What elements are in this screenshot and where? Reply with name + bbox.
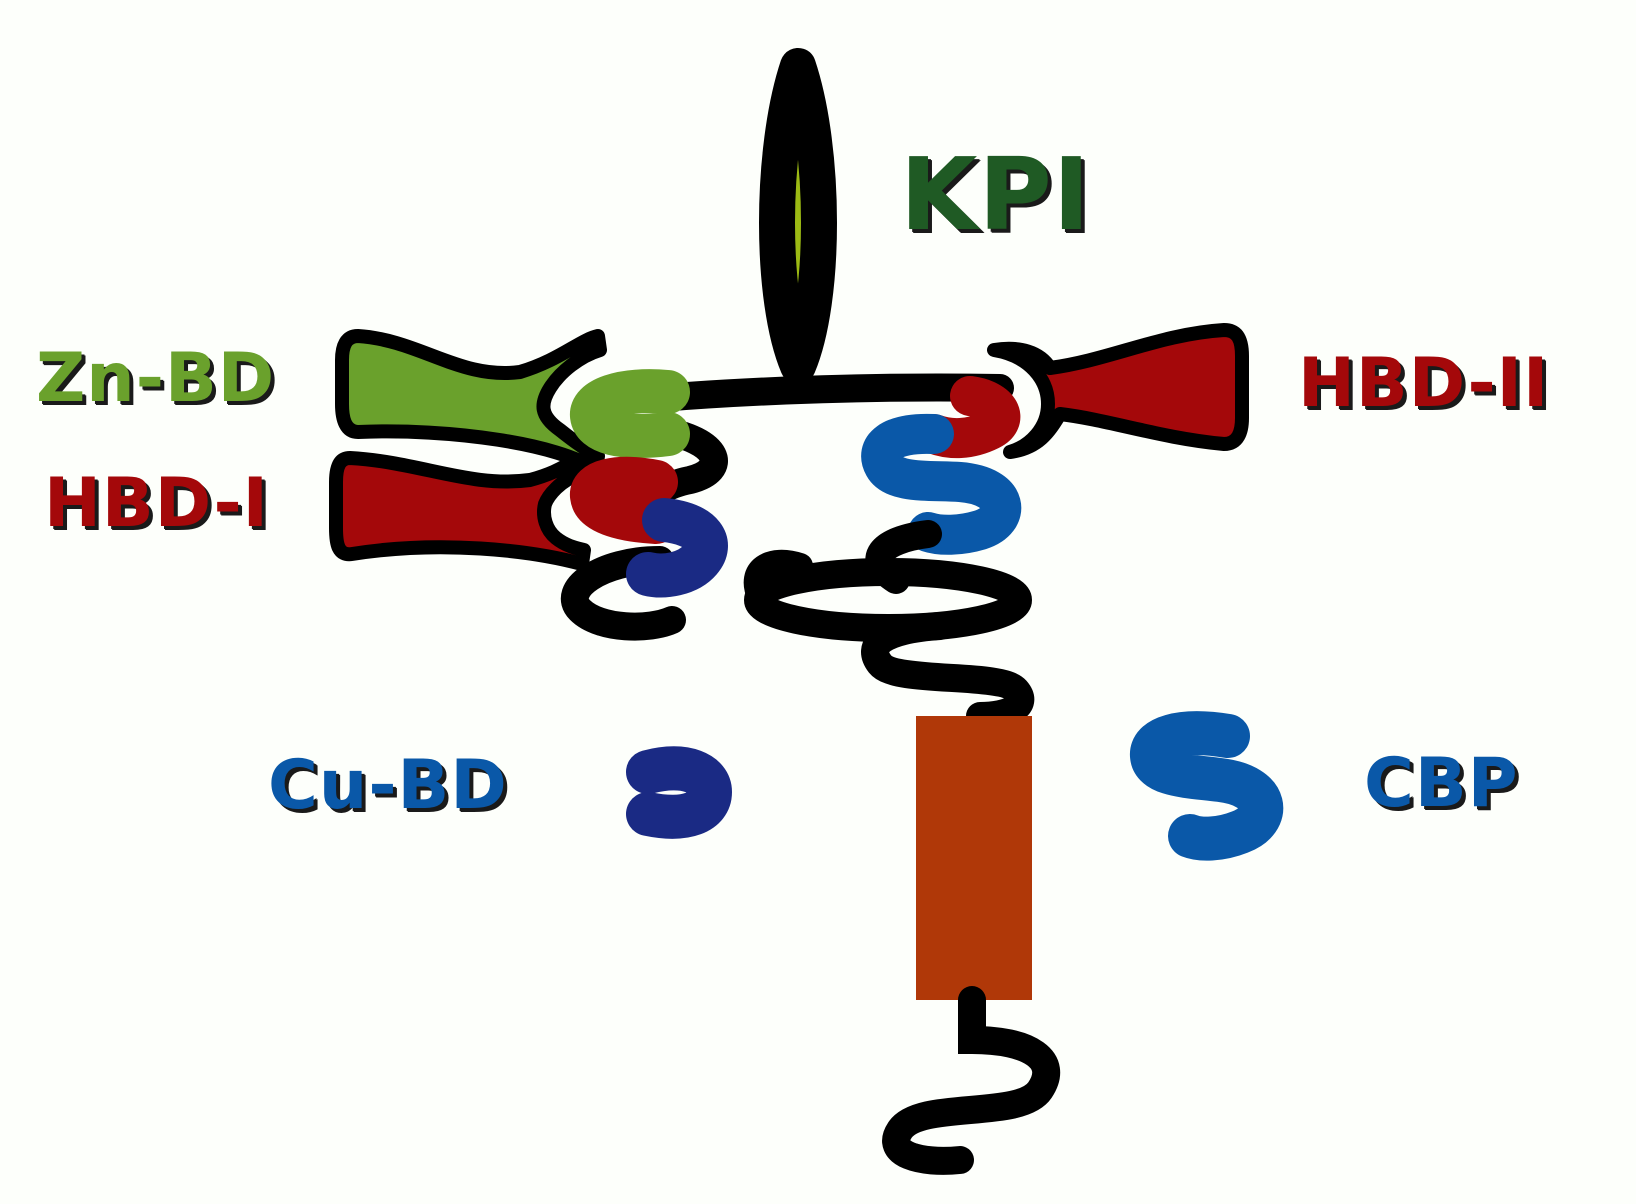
kpi-label: KPI bbox=[900, 136, 1091, 253]
hbd-i-coil bbox=[570, 456, 678, 544]
zn-bd-bowtie-shape bbox=[335, 329, 607, 477]
cbp-symbol bbox=[1130, 711, 1284, 861]
cu-bd-label: Cu-BD bbox=[268, 746, 508, 825]
linker-coil bbox=[861, 612, 1035, 730]
hbd-i-bowtie-shape bbox=[329, 451, 591, 571]
zn-bd-coil bbox=[570, 369, 690, 458]
cytoplasmic-tail bbox=[882, 986, 1060, 1175]
linker-loop bbox=[743, 549, 1035, 730]
backbone-arc bbox=[646, 373, 1014, 412]
hbd-ii-bowtie-shape bbox=[987, 323, 1249, 459]
hbd-ii-bowtie bbox=[987, 323, 1249, 459]
linker-tail-left bbox=[743, 549, 813, 609]
kpi-lens bbox=[759, 48, 837, 384]
hbd-i-label: HBD-I bbox=[44, 464, 269, 543]
cu-bd-coil bbox=[626, 498, 728, 598]
hbd-ii-label: HBD-II bbox=[1298, 344, 1550, 423]
cu-bd-symbol bbox=[626, 746, 733, 839]
hbd-i-bowtie bbox=[329, 451, 591, 571]
linker-loop-ring bbox=[744, 558, 1032, 642]
cbp-coil bbox=[861, 413, 1022, 555]
cbp-label: CBP bbox=[1364, 744, 1519, 823]
zn-bd-bowtie bbox=[335, 329, 607, 477]
zn-bd-label: Zn-BD bbox=[36, 339, 276, 418]
right-coil bbox=[861, 376, 1022, 594]
transmembrane-segment bbox=[916, 716, 1032, 1000]
left-coil bbox=[560, 369, 728, 641]
kpi-domain bbox=[759, 48, 837, 384]
